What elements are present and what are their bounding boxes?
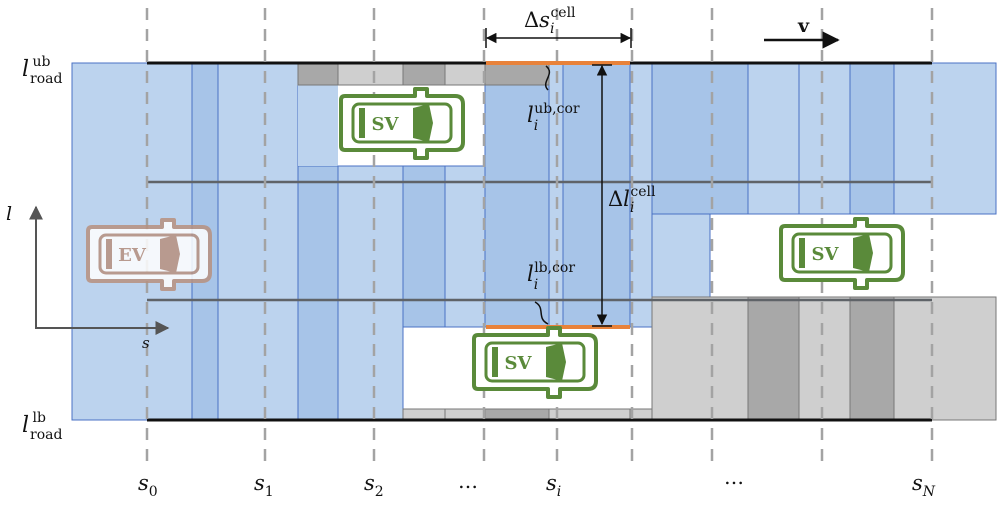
ub-cor-label: liub,cor	[527, 101, 580, 134]
lb-cor-label: lilb,cor	[527, 260, 575, 293]
station-label-ellipsis-1: …	[458, 469, 478, 493]
sv-2-windshield	[853, 234, 873, 272]
occ-top-2	[337, 62, 404, 86]
occ-bot-3	[484, 408, 550, 421]
occ-bot-4	[548, 408, 631, 421]
lb-cor-leader	[534, 301, 549, 325]
ego-vehicle-rear-window	[106, 239, 112, 269]
delta-l-label: Δlicell	[608, 184, 656, 216]
cell-s2-right	[402, 165, 446, 328]
road-lower-label: lroadlb	[22, 410, 63, 443]
occ-r3	[798, 296, 851, 421]
occ-top-1	[297, 62, 339, 86]
occupied-cells	[297, 62, 997, 421]
ego-vehicle: EV	[86, 218, 212, 291]
cell-r5	[893, 62, 997, 215]
station-label-si: si	[546, 471, 561, 500]
cell-s1-s2	[297, 165, 339, 421]
occ-top-5	[484, 62, 550, 86]
sv-3-inner	[484, 341, 586, 383]
free-space-cells	[71, 62, 997, 421]
velocity-label: v	[797, 15, 810, 37]
station-label-s1: s1	[254, 471, 274, 500]
sv-3-windshield	[546, 343, 566, 381]
ego-vehicle-windshield	[160, 235, 180, 273]
sv-2-label: SV	[812, 244, 840, 265]
occ-r2	[747, 296, 800, 421]
surrounding-vehicle-3: SV	[472, 326, 598, 399]
surrounding-vehicle-1: SV	[339, 87, 465, 160]
occ-r5	[893, 296, 997, 421]
sv-1-label: SV	[372, 114, 400, 135]
sv-3-label: SV	[505, 353, 533, 374]
s-axis-label: s	[142, 334, 150, 352]
occ-top-4	[444, 62, 486, 86]
occ-bot-2	[444, 408, 486, 421]
ub-cor-leader	[544, 65, 551, 91]
cell-s1	[217, 62, 299, 421]
occ-bot-1	[402, 408, 446, 421]
station-label-sN: sN	[912, 471, 936, 500]
road-upper-label: lroadub	[22, 54, 63, 87]
sv-1-inner	[351, 102, 453, 144]
sv-1-windshield	[413, 104, 433, 142]
occ-top-3	[402, 62, 446, 86]
sv-2-rear-window	[799, 238, 805, 268]
sv-3-rear-window	[492, 347, 498, 377]
delta-s-label: Δsicell	[524, 5, 576, 37]
sv-1-rear-window	[359, 108, 365, 138]
station-labels: s0 s1 s2 … si … sN	[138, 465, 936, 500]
cell-dots	[444, 165, 486, 328]
cell-si-right	[562, 62, 631, 328]
l-axis-label: l	[6, 203, 12, 225]
ego-vehicle-inner	[98, 233, 200, 275]
cell-r2	[747, 62, 800, 215]
cell-s2	[337, 165, 404, 421]
station-label-s2: s2	[364, 471, 384, 500]
cell-r3	[798, 62, 851, 215]
sv-2-inner	[791, 232, 893, 274]
ego-vehicle-label: EV	[118, 245, 147, 266]
surrounding-vehicle-2: SV	[779, 217, 905, 290]
occ-r1	[651, 296, 749, 421]
cell-si-left	[484, 62, 550, 328]
station-label-s0: s0	[138, 471, 158, 500]
occ-r4	[849, 296, 895, 421]
cell-r1	[651, 62, 749, 215]
station-label-ellipsis-2: …	[724, 465, 744, 489]
cell-r4	[849, 62, 895, 215]
